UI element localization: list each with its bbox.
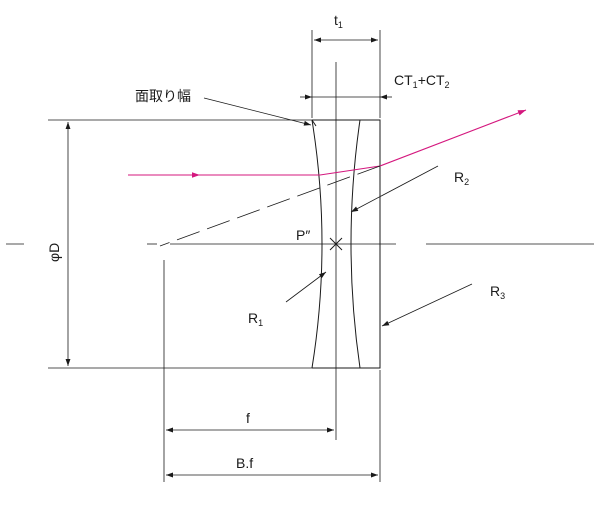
label-bf: B.f [236, 455, 253, 471]
leader-r1 [285, 271, 327, 303]
label-chamfer: 面取り幅 [135, 88, 191, 104]
leader-chamfer [203, 97, 312, 126]
label-r2: R2 [454, 169, 469, 187]
label-principal-point: P″ [296, 227, 310, 243]
label-diameter: φD [46, 243, 62, 262]
lens-body [311, 119, 381, 369]
principal-point-mark [329, 237, 343, 251]
incident-ray [128, 109, 527, 178]
label-f: f [246, 410, 250, 426]
leader-r3 [381, 283, 473, 327]
leader-r2 [350, 165, 439, 213]
label-t1: t1 [334, 12, 343, 30]
virtual-ray-extension [159, 165, 381, 247]
label-ct: CT1+CT2 [394, 72, 450, 90]
label-r3: R3 [490, 283, 505, 301]
extension-lines [48, 30, 381, 482]
label-r1: R1 [248, 310, 263, 328]
